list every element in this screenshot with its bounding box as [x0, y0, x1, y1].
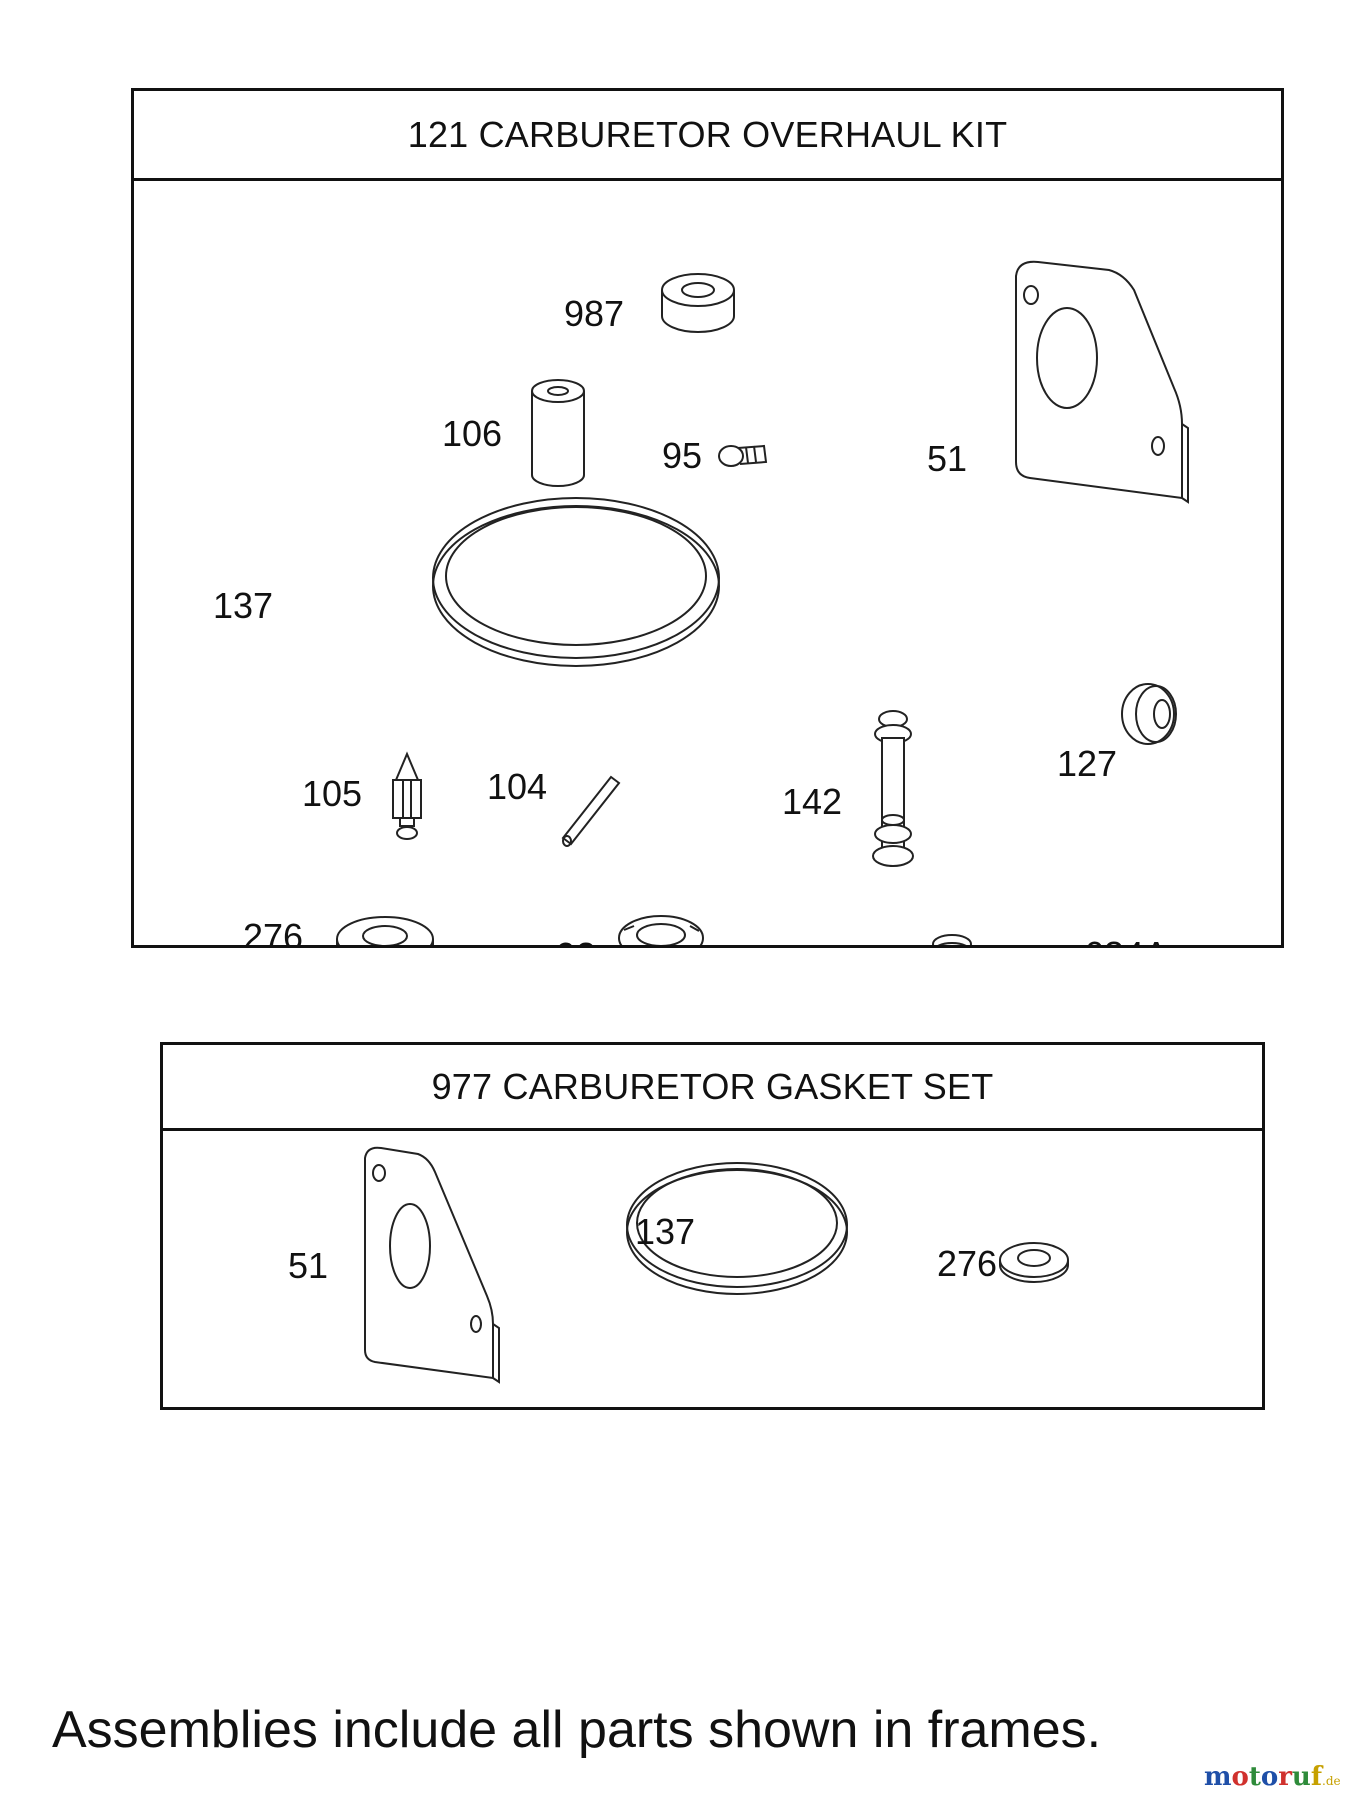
label-137: 137 [635, 1211, 695, 1252]
label-634: 634 [811, 940, 871, 945]
part-987-spacer [661, 273, 735, 333]
label-105: 105 [302, 773, 362, 814]
label-51: 51 [288, 1245, 328, 1286]
part-634-spring [932, 934, 972, 945]
gasket-set-frame: 977 CARBURETOR GASKET SET 51 137 [160, 1042, 1265, 1410]
part-137-o-ring [626, 1162, 848, 1295]
footer-note: Assemblies include all parts shown in fr… [52, 1701, 1102, 1759]
label-276: 276 [937, 1243, 997, 1284]
part-51-gasket [1015, 260, 1189, 504]
overhaul-kit-illustration: 987 106 95 51 [213, 260, 1189, 945]
label-106: 106 [442, 413, 502, 454]
label-142: 142 [782, 781, 842, 822]
label-127: 127 [1057, 743, 1117, 784]
label-276: 276 [243, 916, 303, 945]
overhaul-kit-parts: 987 106 95 51 [134, 178, 1281, 945]
label-634a: 634A [1084, 934, 1168, 945]
label-95: 95 [662, 435, 702, 476]
gasket-set-title: 977 CARBURETOR GASKET SET [163, 1045, 1262, 1131]
gasket-set-parts: 51 137 276 [163, 1128, 1262, 1407]
part-276-washer [999, 1242, 1069, 1283]
label-987: 987 [564, 293, 624, 334]
label-93: 93 [556, 935, 596, 945]
label-104: 104 [487, 766, 547, 807]
overhaul-kit-frame: 121 CARBURETOR OVERHAUL KIT 987 106 [131, 88, 1284, 948]
part-93-bushing [618, 915, 704, 945]
gasket-set-illustration: 51 137 276 [288, 1146, 1069, 1384]
part-51-gasket [364, 1146, 500, 1384]
part-142-shaft [872, 710, 914, 867]
part-127-seal [1121, 683, 1177, 745]
part-137-o-ring [432, 497, 720, 667]
overhaul-kit-title: 121 CARBURETOR OVERHAUL KIT [134, 91, 1281, 181]
part-106-sleeve [531, 379, 585, 487]
part-95-screw [718, 444, 768, 467]
part-104-pin [561, 775, 621, 847]
motoruf-watermark-logo: motoruf.de [1204, 1762, 1341, 1792]
part-105-needle [392, 751, 422, 840]
part-276-washer [336, 916, 434, 945]
label-51: 51 [927, 438, 967, 479]
label-137: 137 [213, 585, 273, 626]
